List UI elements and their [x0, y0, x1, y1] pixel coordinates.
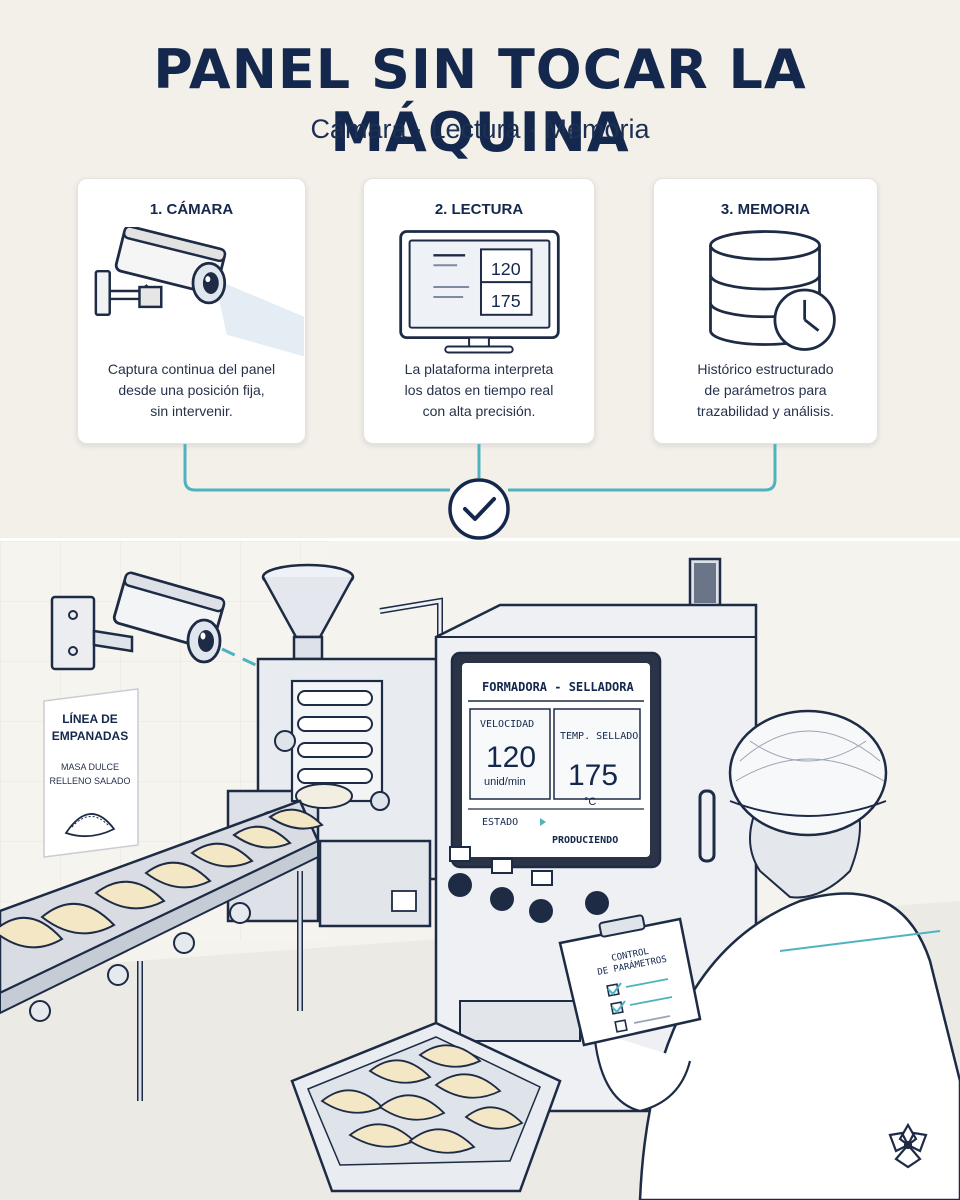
database-clock-icon [709, 230, 836, 351]
process-connector [183, 444, 777, 540]
temp-label: TEMP. SELLADO [560, 731, 638, 742]
empanadas [0, 808, 324, 949]
step-title: 2. LECTURA [434, 201, 524, 218]
screen-value: 120 [491, 259, 521, 279]
machine-panel-screen: FORMADORA - SELLADORA VELOCIDAD 120 unid… [468, 680, 644, 846]
parameters-clipboard: CONTROL DE PARÁMETROS [558, 914, 702, 1047]
check-circle-icon [448, 478, 510, 540]
wall-camera [50, 571, 463, 765]
page-title: PANEL SIN TOCAR LA MÁQUINA [153, 38, 807, 164]
step-title: 1. CÁMARA [149, 201, 234, 218]
speed-unit: unid/min [484, 776, 526, 788]
security-camera-icon [94, 227, 305, 357]
step-card-camera: 1. CÁMARA Captura continua del panel des… [77, 178, 306, 444]
status-value: PRODUCIENDO [552, 835, 618, 846]
speed-label: VELOCIDAD [480, 719, 534, 730]
panel-title: FORMADORA - SELLADORA [482, 680, 634, 694]
temp-unit: °C [584, 796, 596, 808]
flower-logo-icon [888, 1122, 928, 1169]
step-title: 3. MEMORIA [720, 201, 811, 218]
svg-text:RELLENO SALADO: RELLENO SALADO [49, 776, 130, 786]
temp-value: 175 [568, 759, 618, 792]
step-description: La plataforma interpreta los datos en ti… [404, 361, 554, 419]
operator-worker [592, 709, 960, 1200]
status-label: ESTADO [482, 817, 518, 828]
svg-text:MASA DULCE: MASA DULCE [61, 762, 119, 772]
svg-text:LÍNEA DE: LÍNEA DE [62, 711, 118, 726]
step-card-memory: 3. MEMORIA Histórico estructurado de par… [653, 178, 878, 444]
step-description: Histórico estructurado de parámetros par… [697, 361, 834, 419]
step-description: Captura continua del panel desde una pos… [107, 361, 276, 419]
line-sign: LÍNEA DE EMPANADAS MASA DULCE RELLENO SA… [43, 688, 139, 858]
monitor-icon: 120 175 [399, 230, 560, 354]
screen-value: 175 [491, 291, 521, 311]
step-card-reading: 2. LECTURA 120 175 La plataforma interpr… [363, 178, 595, 444]
svg-text:EMPANADAS: EMPANADAS [52, 729, 128, 743]
speed-value: 120 [486, 741, 536, 774]
empanada-tray [290, 1021, 562, 1193]
factory-scene: LÍNEA DE EMPANADAS MASA DULCE RELLENO SA… [0, 541, 960, 1200]
page-subtitle: Cámara · Lectura · Memoria [310, 114, 650, 144]
